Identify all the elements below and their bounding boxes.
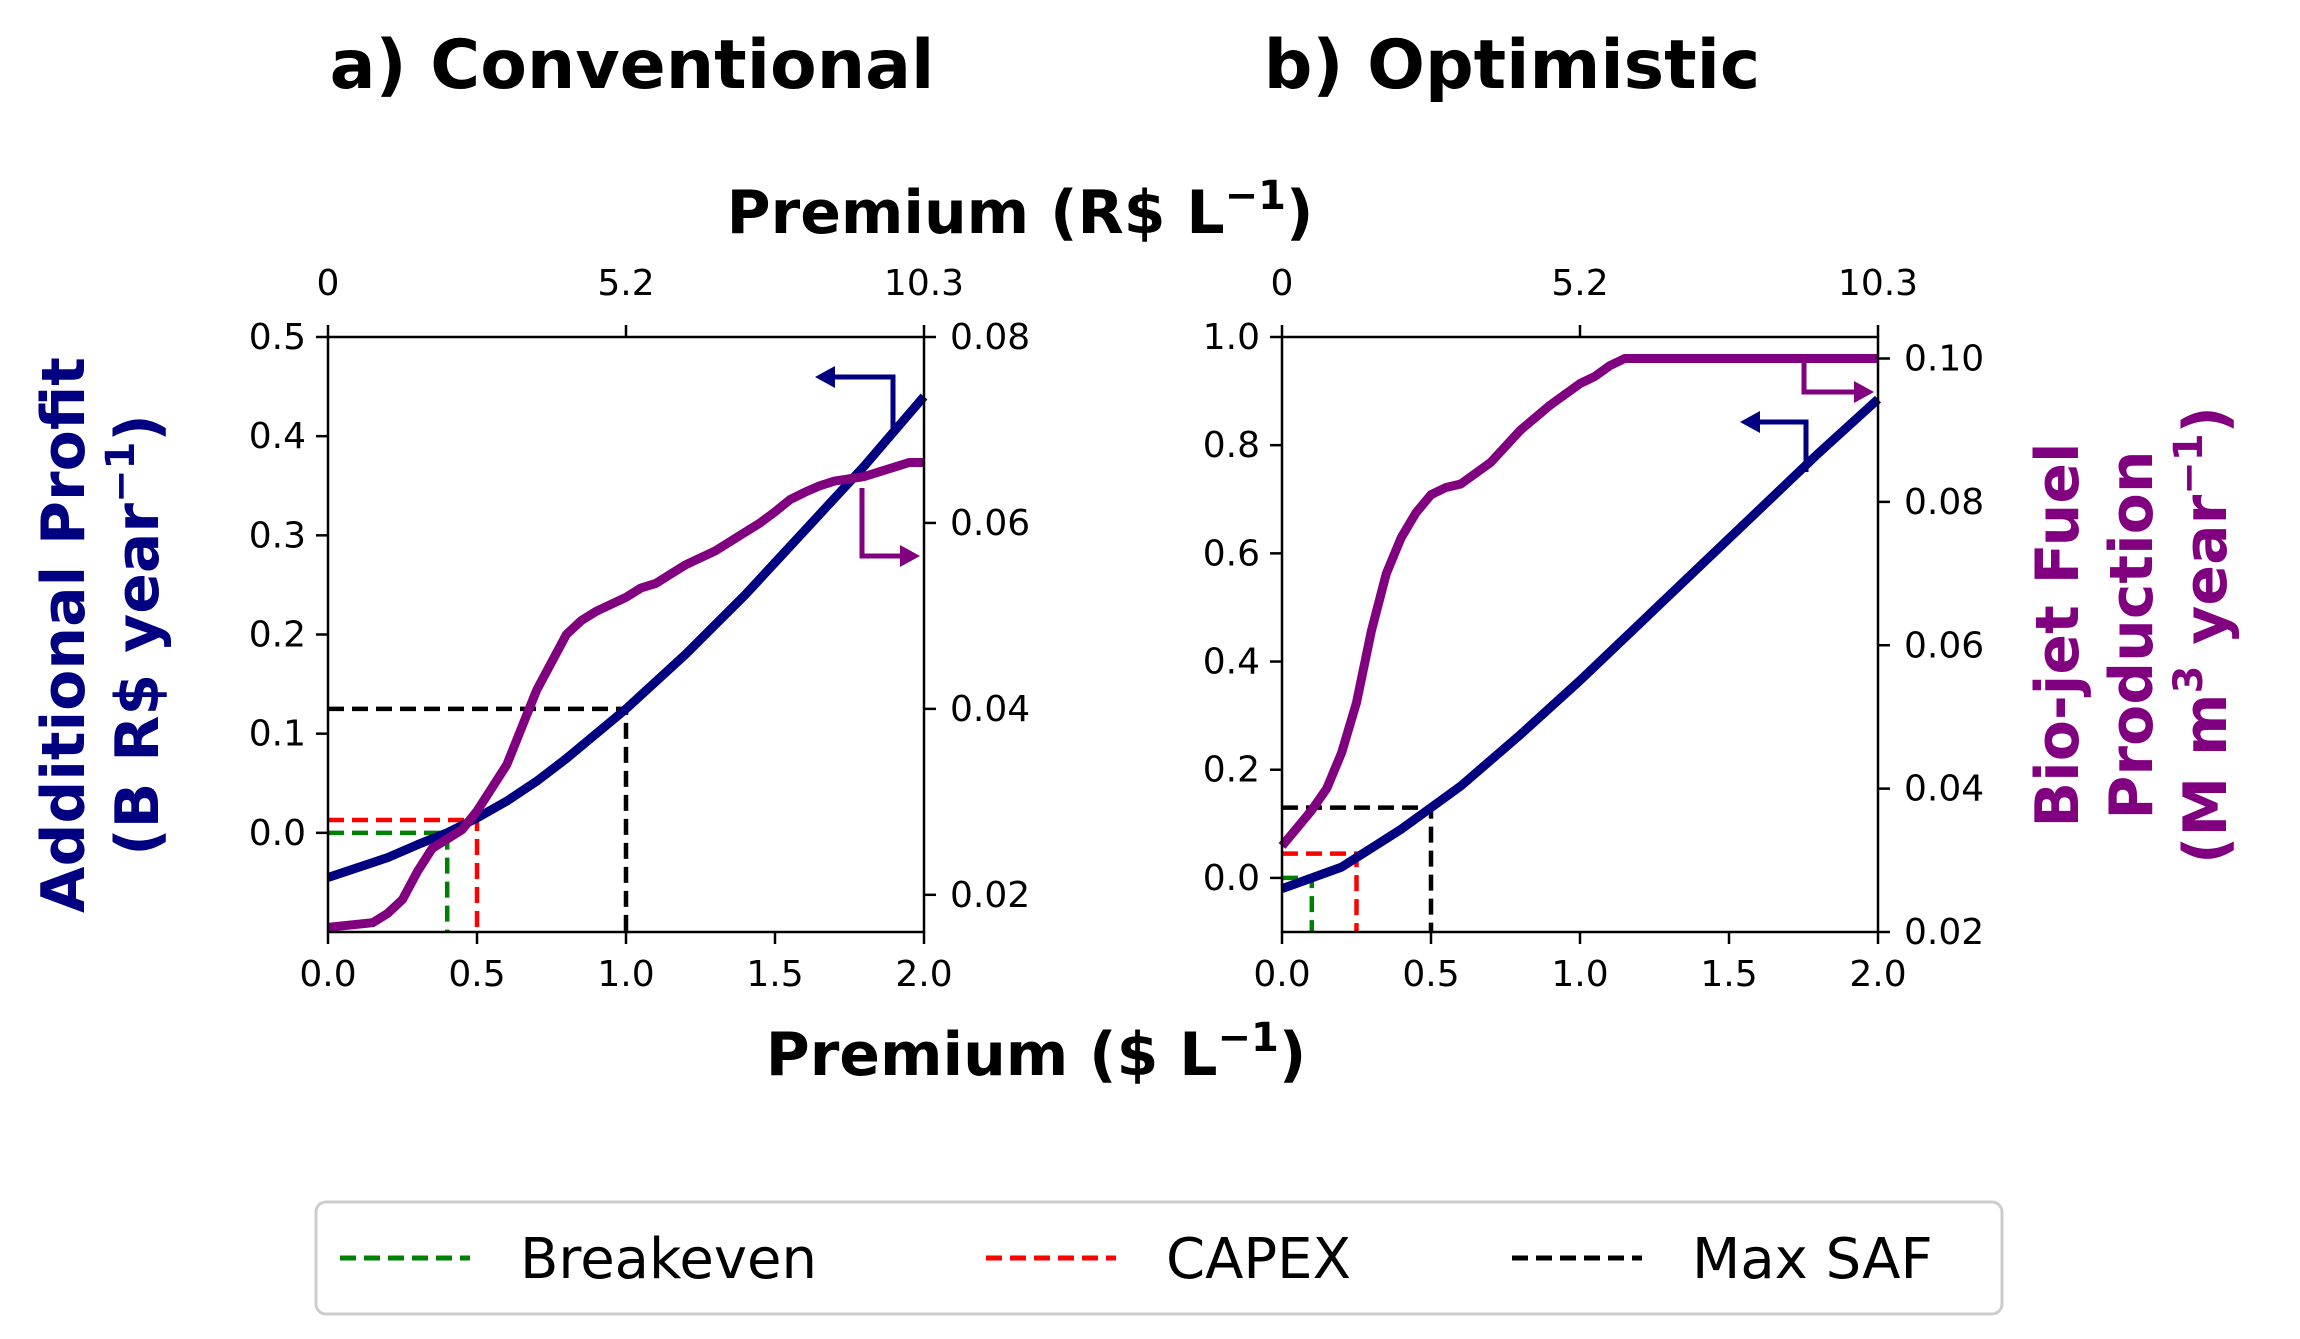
y-left-tick-label: 0.8	[1203, 425, 1260, 466]
y-right-tick-label: 0.08	[950, 317, 1030, 358]
y-left-tick-label: 0.1	[249, 714, 306, 755]
x-tick-label: 0.5	[1402, 954, 1459, 995]
y-left-tick-label: 0.6	[1203, 533, 1260, 574]
legend: Breakeven CAPEX Max SAF	[314, 1200, 2004, 1316]
right-axis-arrow-line	[859, 488, 906, 559]
y-left-tick-label: 0.4	[249, 416, 306, 457]
right-y-label-line1: Bio-jet Fuel	[2023, 442, 2093, 827]
top-x-tick-label: 0	[1271, 263, 1294, 304]
profit-line	[326, 393, 928, 882]
panel-b-optimistic: 0.0 0.5 1.0 1.5 2.0 0 5.2 10.3 0.0 0.2 0.4 0.6 0.8 1.…	[1203, 263, 1984, 995]
panel-a-title: a) Conventional	[330, 26, 935, 105]
y-right-tick-label: 0.04	[950, 689, 1030, 730]
left-y-label-line1: Additional Profit	[29, 357, 99, 913]
y-left-tick-label: 0.4	[1203, 642, 1260, 683]
top-x-tick-label: 10.3	[1838, 263, 1918, 304]
y-left-tick-label: 0.3	[249, 515, 306, 556]
right-y-label-line3: (M m3 year−1)	[2166, 406, 2241, 864]
left-axis-arrow-head	[815, 366, 835, 388]
right-axis-arrow-head	[900, 545, 920, 567]
left-axis-arrow-head	[1740, 411, 1760, 433]
right-axis-arrow-line	[1801, 362, 1860, 395]
right-y-axis-label: Bio-jet Fuel Production (M m3 year−1)	[2023, 406, 2241, 864]
x-tick-label: 1.5	[746, 954, 803, 995]
y-right-tick-label: 0.10	[1904, 339, 1984, 380]
y-left-tick-label: 0.2	[249, 615, 306, 656]
top-x-tick-label: 5.2	[597, 263, 654, 304]
panel-a-conventional: 0.0 0.5 1.0 1.5 2.0 0 5.2 10.3 0.0 0.1 0.2 0.3 0.4 0.…	[249, 263, 1030, 995]
legend-frame	[314, 1200, 2004, 1316]
left-y-label-line2: (B R$ year−1)	[98, 414, 173, 856]
y-left-tick-label: 0.2	[1203, 750, 1260, 791]
right-axis-arrow-head	[1854, 381, 1874, 403]
y-right-tick-label: 0.04	[1904, 769, 1984, 810]
profit-line	[1280, 395, 1882, 893]
top-x-axis-label: Premium (R$ L−1)	[727, 173, 1314, 248]
top-x-tick-label: 5.2	[1551, 263, 1608, 304]
y-left-tick-label: 0.0	[1203, 858, 1260, 899]
x-tick-label: 1.0	[597, 954, 654, 995]
production-line	[1278, 354, 1878, 849]
y-left-tick-label: 1.0	[1203, 317, 1260, 358]
x-tick-label: 1.0	[1551, 954, 1608, 995]
legend-label-breakeven: Breakeven	[520, 1227, 817, 1292]
legend-label-capex: CAPEX	[1166, 1227, 1351, 1292]
panel-b-title: b) Optimistic	[1264, 26, 1761, 105]
x-tick-label: 2.0	[1849, 954, 1906, 995]
y-right-tick-label: 0.02	[950, 875, 1030, 916]
y-right-tick-label: 0.06	[1904, 625, 1984, 666]
legend-label-max-saf: Max SAF	[1692, 1227, 1933, 1292]
x-tick-label: 1.5	[1700, 954, 1757, 995]
y-left-tick-label: 0.5	[249, 317, 306, 358]
top-x-tick-label: 0	[317, 263, 340, 304]
y-right-tick-label: 0.06	[950, 503, 1030, 544]
x-tick-label: 0.5	[448, 954, 505, 995]
right-y-label-line2: Production	[2097, 450, 2167, 819]
ref-line-breakeven	[328, 830, 450, 932]
bottom-x-axis-label: Premium ($ L−1)	[766, 1015, 1307, 1090]
y-right-tick-label: 0.08	[1904, 482, 1984, 523]
left-axis-arrow-line	[1754, 419, 1809, 472]
production-line	[327, 458, 924, 932]
x-tick-label: 2.0	[895, 954, 952, 995]
legend-items: Breakeven CAPEX Max SAF	[340, 1227, 1933, 1292]
x-tick-label: 0.0	[1253, 954, 1310, 995]
top-x-tick-label: 10.3	[884, 263, 964, 304]
y-right-tick-label: 0.02	[1904, 912, 1984, 953]
x-tick-label: 0.0	[299, 954, 356, 995]
left-y-axis-label: Additional Profit (B R$ year−1)	[29, 357, 173, 913]
y-left-tick-label: 0.0	[249, 813, 306, 854]
left-axis-arrow-line	[829, 374, 896, 430]
